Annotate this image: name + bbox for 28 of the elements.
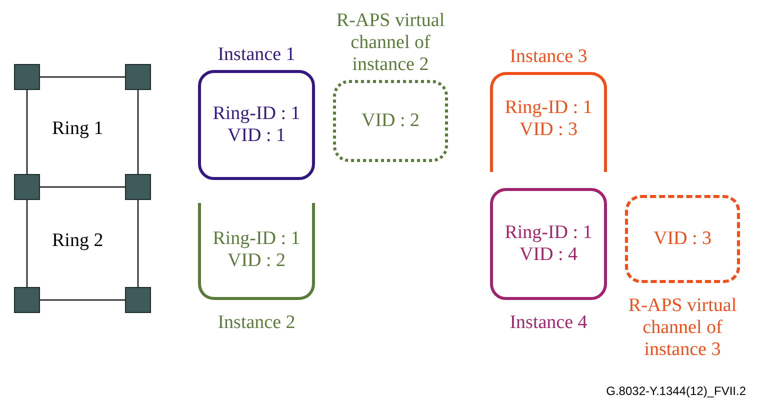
network-node-square — [14, 287, 40, 313]
link-line — [26, 200, 28, 287]
network-node-square — [14, 64, 40, 90]
link-line — [137, 200, 139, 287]
link-line — [137, 90, 139, 174]
network-node-square — [125, 174, 151, 200]
figure-id: G.8032-Y.1344(12)_FVII.2 — [606, 384, 746, 398]
virtual-channel-box: VID : 2 — [333, 80, 448, 162]
network-node-square — [125, 64, 151, 90]
instance-heading: Instance 4 — [508, 312, 588, 334]
link-line — [40, 76, 125, 78]
instance-heading: R-APS virtual channel of instance 2 — [335, 10, 446, 76]
virtual-channel-box: VID : 3 — [625, 195, 740, 283]
instance-box: Ring-ID : 1 VID : 2 — [198, 203, 315, 300]
instance-box: Ring-ID : 1 VID : 1 — [198, 70, 315, 180]
ring-label: Ring 1 — [52, 118, 104, 140]
network-node-square — [125, 287, 151, 313]
link-line — [26, 90, 28, 174]
network-node-square — [14, 174, 40, 200]
instance-heading: R-APS virtual channel of instance 3 — [627, 295, 738, 361]
link-line — [40, 186, 125, 188]
instance-heading: Instance 3 — [508, 46, 588, 68]
instance-box: Ring-ID : 1 VID : 4 — [490, 188, 607, 300]
ring-label: Ring 2 — [52, 230, 104, 252]
link-line — [40, 299, 125, 301]
instance-heading: Instance 1 — [216, 44, 296, 66]
instance-heading: Instance 2 — [216, 312, 296, 334]
instance-box: Ring-ID : 1 VID : 3 — [490, 72, 607, 172]
